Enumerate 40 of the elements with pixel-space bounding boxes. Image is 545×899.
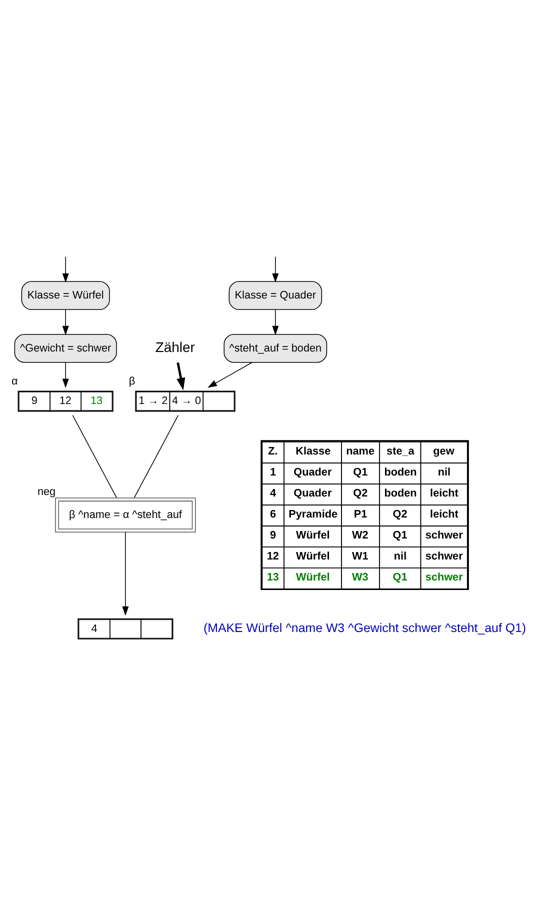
- label: nil: [394, 550, 407, 563]
- label: schwer: [425, 550, 463, 563]
- label: boden: [384, 488, 417, 500]
- label: W1: [352, 550, 368, 563]
- label: gew: [433, 446, 454, 458]
- label: Z.: [268, 446, 278, 458]
- label: 12: [266, 550, 279, 563]
- label: 6: [270, 508, 276, 521]
- label: Würfel: [296, 530, 330, 542]
- label: name: [346, 446, 375, 458]
- label: Quader: [294, 466, 332, 479]
- label: ste_a: [386, 446, 414, 458]
- node-label: neg: [37, 486, 56, 498]
- label: Q1: [392, 571, 408, 584]
- label: W3: [352, 571, 368, 584]
- label: Quader: [294, 488, 332, 500]
- label: Q1: [353, 466, 368, 479]
- label: Würfel: [296, 571, 330, 584]
- label: Würfel: [296, 550, 330, 563]
- label: 1: [270, 466, 276, 479]
- node-label: β: [128, 375, 136, 388]
- label: 9: [270, 530, 276, 542]
- node-label: α: [12, 375, 18, 388]
- label: leicht: [430, 508, 458, 521]
- label: schwer: [425, 530, 463, 542]
- label: Pyramide: [288, 508, 338, 521]
- label: schwer: [425, 571, 463, 584]
- label: Q1: [392, 530, 408, 542]
- label: leicht: [430, 488, 458, 500]
- label: boden: [384, 466, 417, 479]
- label: Q2: [392, 508, 408, 521]
- label: (MAKE Würfel ^name W3 ^Gewicht schwer ^steht_auf Q1): [203, 620, 526, 635]
- label: W2: [352, 530, 368, 542]
- label: nil: [438, 466, 450, 479]
- node-text: Zähler: [155, 338, 195, 355]
- label: Q2: [353, 488, 368, 500]
- label: 4: [270, 488, 276, 500]
- label: P1: [354, 508, 368, 521]
- label: 13: [266, 571, 279, 584]
- label: Klasse: [296, 446, 331, 458]
